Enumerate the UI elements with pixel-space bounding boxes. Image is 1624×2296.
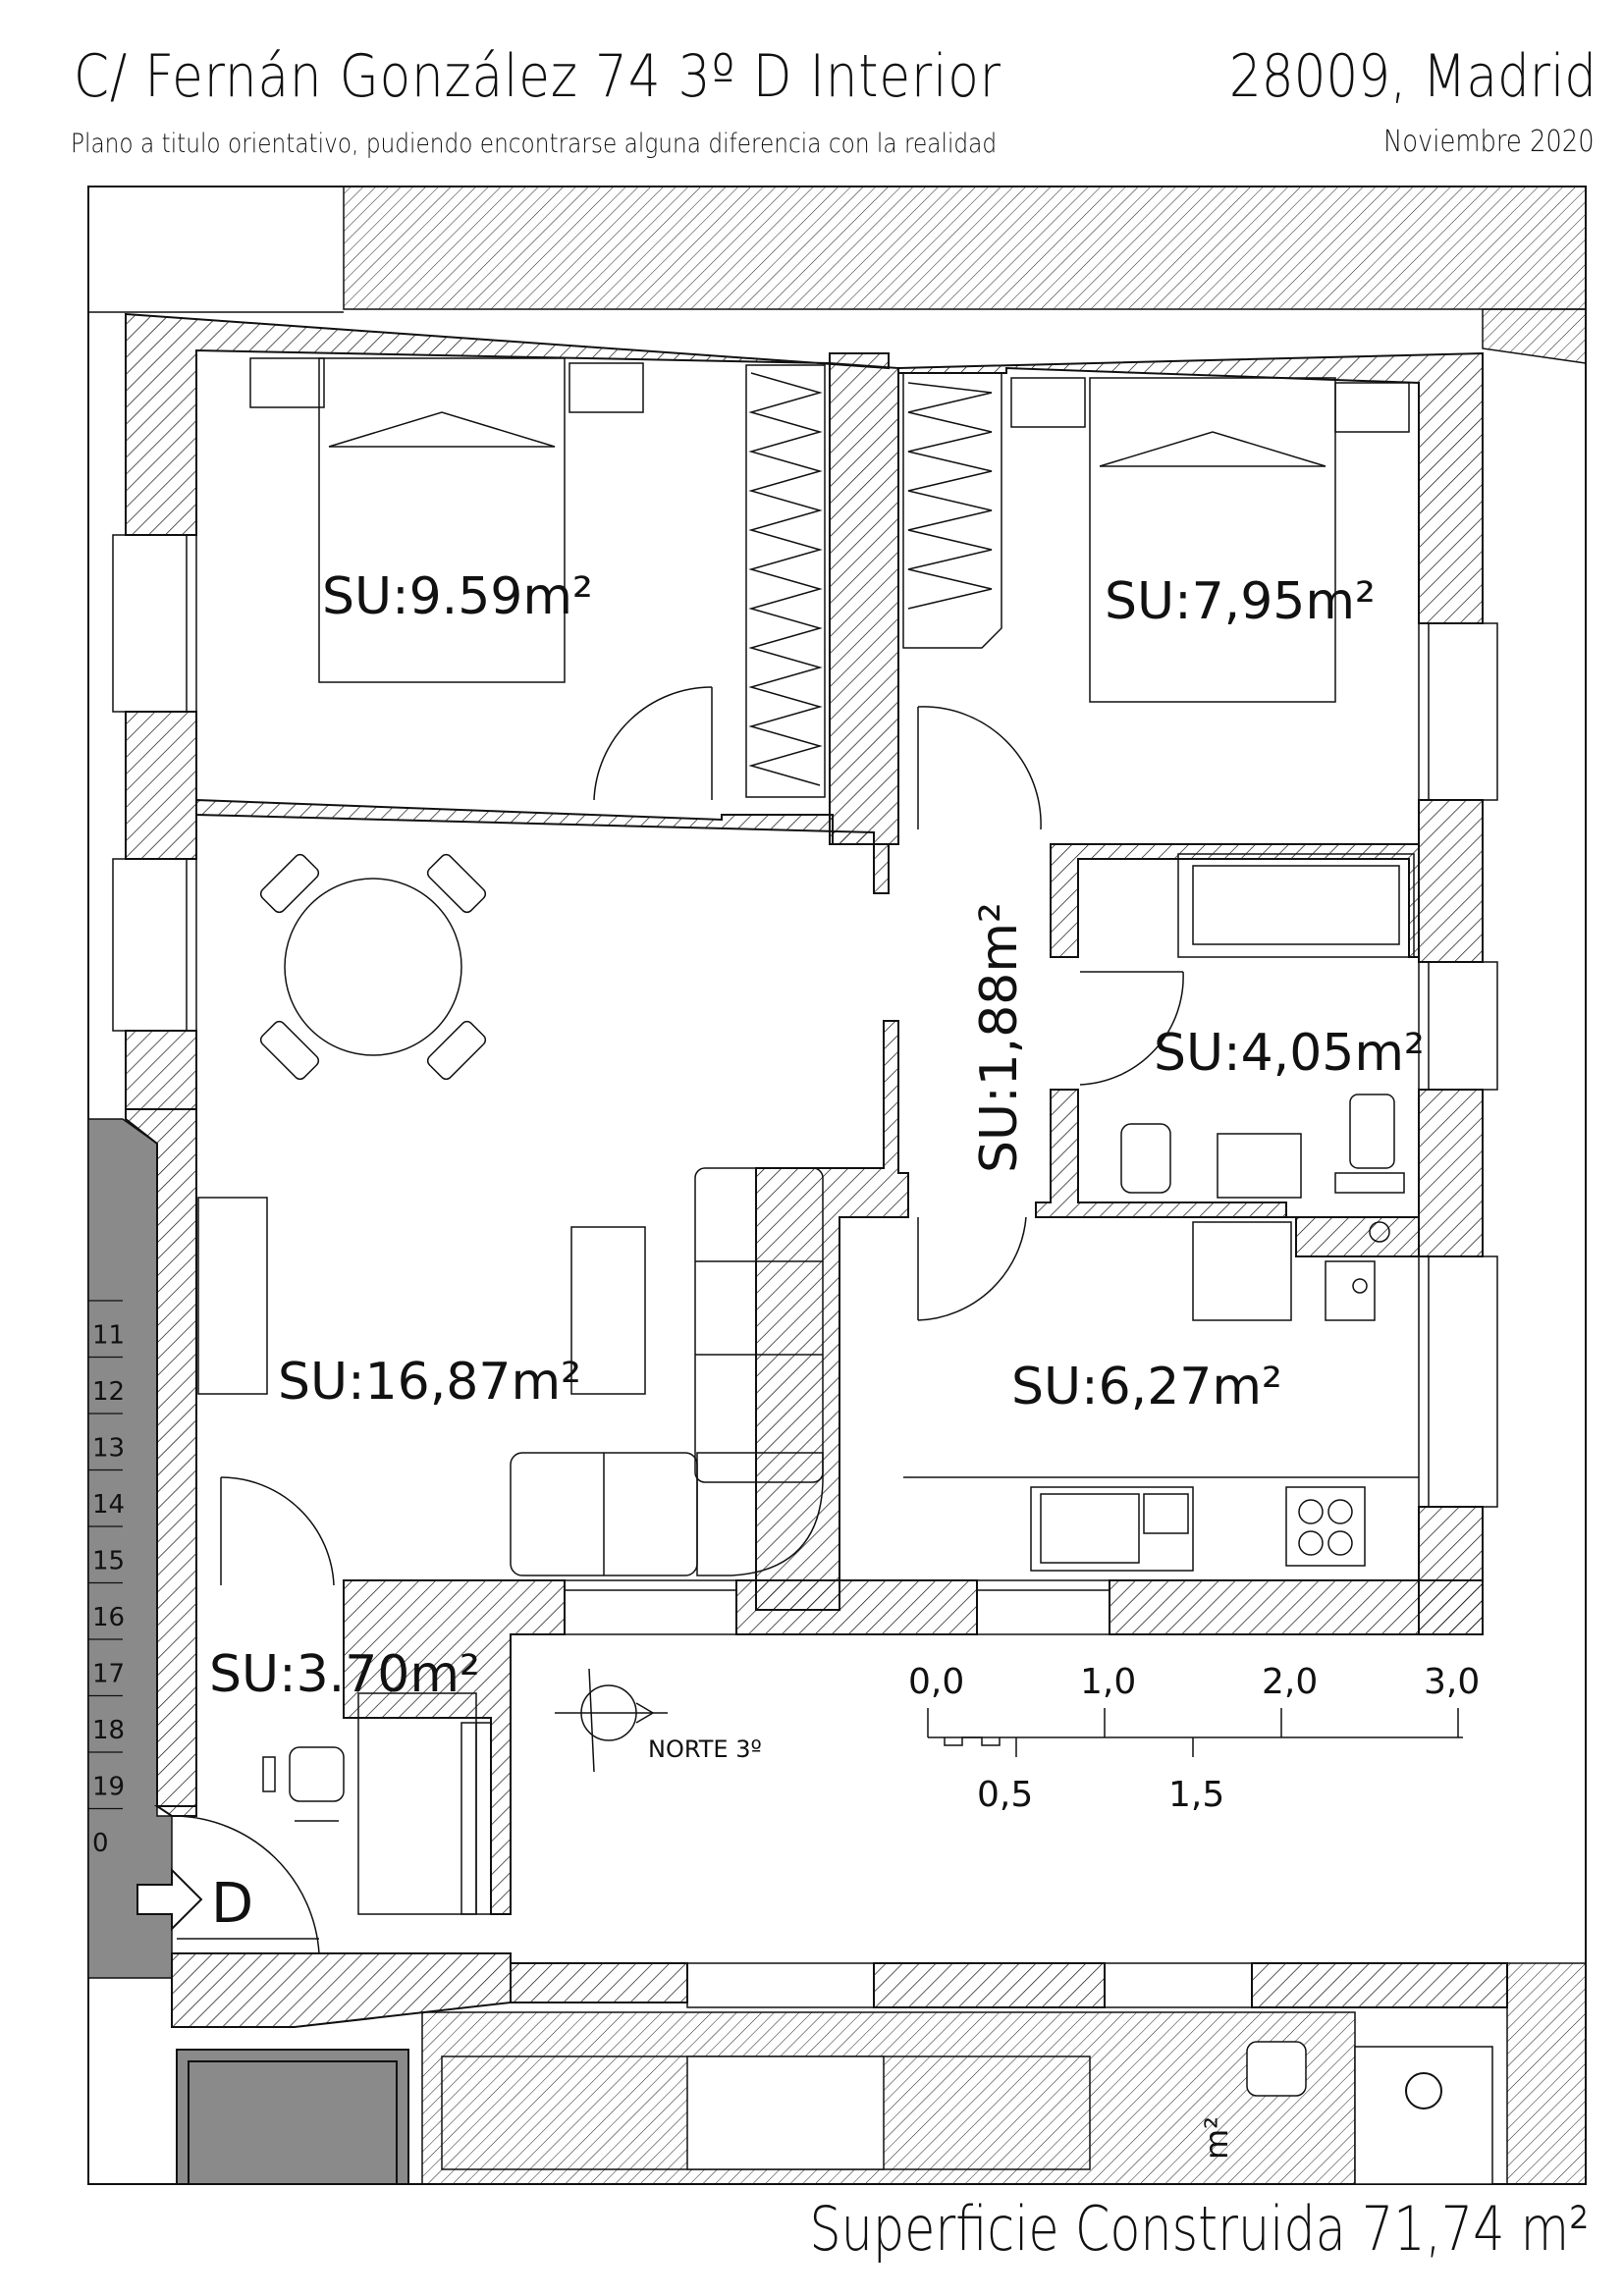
bathroom-fixtures xyxy=(1120,853,1415,1199)
area-living-room: SU:16,87m² xyxy=(278,1353,581,1412)
entrance-furniture xyxy=(262,1692,477,1915)
disclaimer-note: Plano a titulo orientativo, pudiendo enc… xyxy=(71,129,998,159)
stair-step-number: 16 xyxy=(92,1603,125,1632)
address-title: C/ Fernán González 74 3º D Interior xyxy=(74,42,1001,111)
stair-step-number: 0 xyxy=(92,1829,109,1858)
scale-label-3-0: 3,0 xyxy=(1424,1662,1480,1702)
bed-bedroom-2 xyxy=(1010,377,1410,703)
stair-step-number: 11 xyxy=(92,1321,125,1351)
area-bedroom-1: SU:9.59m² xyxy=(322,567,593,626)
stair-step-number: 14 xyxy=(92,1490,125,1520)
stairwell xyxy=(87,1118,409,2185)
area-hallway: SU:1,88m² xyxy=(970,902,1029,1173)
bed-bedroom-1 xyxy=(249,357,644,683)
stair-step-number: 18 xyxy=(92,1716,125,1745)
stair-step-number: 12 xyxy=(92,1377,125,1407)
stair-steps: 11 12 13 14 15 16 17 18 19 0 xyxy=(88,1300,125,1858)
stair-step-number: 15 xyxy=(92,1547,125,1576)
doors xyxy=(176,686,1184,1954)
scale-label-0-5: 0,5 xyxy=(977,1775,1033,1815)
plan-date: Noviembre 2020 xyxy=(1383,125,1595,159)
area-kitchen: SU:6,27m² xyxy=(1011,1358,1282,1416)
wardrobes xyxy=(745,364,1002,798)
neighbour-building-top xyxy=(88,186,1587,364)
stair-step-number: 17 xyxy=(92,1660,125,1689)
city-title: 28009, Madrid xyxy=(1228,42,1597,111)
stair-step-number: 19 xyxy=(92,1773,125,1802)
kitchen-fixtures xyxy=(903,1221,1419,1572)
area-bathroom: SU:4,05m² xyxy=(1154,1024,1425,1083)
walls xyxy=(125,312,1508,2028)
scale-label-0-0: 0,0 xyxy=(908,1662,964,1702)
area-bedroom-2: SU:7,95m² xyxy=(1105,572,1376,631)
north-marker xyxy=(555,1668,668,1773)
entry-arrow: D xyxy=(136,1867,253,1936)
scale-label-1-0: 1,0 xyxy=(1080,1662,1136,1702)
north-label: NORTE 3º xyxy=(648,1735,762,1763)
area-entrance: SU:3.70m² xyxy=(209,1645,480,1704)
neighbour-building-bottom: m² xyxy=(421,1962,1587,2185)
scale-label-2-0: 2,0 xyxy=(1262,1662,1318,1702)
total-built-area: Superficie Construida 71,74 m² xyxy=(809,2193,1590,2265)
neighbour-area-label: m² xyxy=(1198,2116,1235,2160)
dining-table xyxy=(259,853,487,1081)
entry-letter: D xyxy=(211,1872,253,1936)
scale-bar xyxy=(927,1708,1463,1757)
stair-step-number: 13 xyxy=(92,1434,125,1464)
scale-label-1-5: 1,5 xyxy=(1168,1775,1224,1815)
living-furniture xyxy=(197,1167,824,1576)
